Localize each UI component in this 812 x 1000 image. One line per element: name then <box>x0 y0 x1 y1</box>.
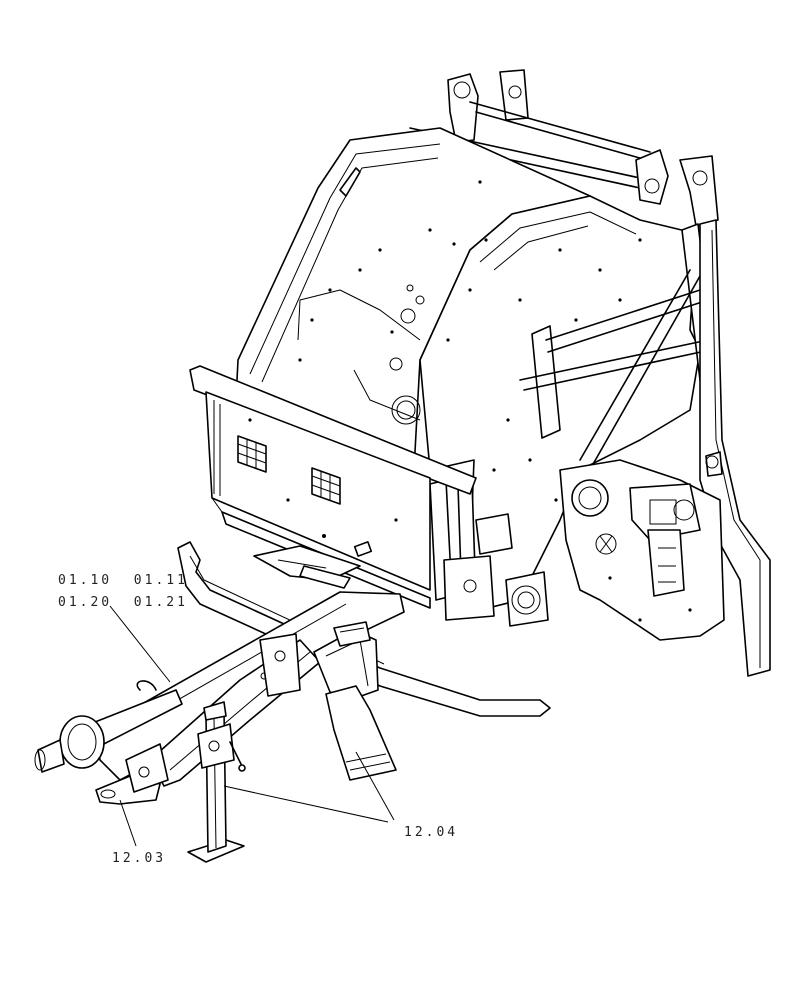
pickup-slide-plate <box>253 545 361 581</box>
callout-stand-ref: 12.04 <box>404 825 458 840</box>
vent-grid-left <box>237 435 267 473</box>
storage-cradle <box>313 621 397 781</box>
callout-hitch-group-line2: 01.20 01.21 <box>58 595 188 610</box>
drawbar-assembly <box>34 591 405 805</box>
leader-eye <box>119 799 137 847</box>
lifting-lug-right <box>499 69 529 121</box>
vent-grid-right <box>311 467 341 505</box>
leader-stand-b <box>355 751 395 821</box>
pickup-guard <box>177 541 551 717</box>
callout-eye-ref: 12.03 <box>112 851 166 866</box>
front-top-rail <box>189 365 477 495</box>
front-housing <box>189 365 477 609</box>
leader-hitch-group <box>109 605 171 683</box>
callout-hitch-group-line1: 01.10 01.11 <box>58 573 188 588</box>
lifting-lug-left <box>447 73 479 143</box>
rivet-pattern <box>248 180 692 622</box>
bearing-plate <box>505 571 549 627</box>
leader-lines <box>109 605 395 847</box>
chassis-frame <box>235 69 771 677</box>
leader-stand-a <box>223 785 389 823</box>
hitch-bracket <box>259 633 301 697</box>
stand-clamp <box>197 723 235 769</box>
rear-hook-left <box>635 149 669 205</box>
upright-post-mid <box>531 325 561 439</box>
cradle-plate <box>325 685 397 781</box>
parking-stand <box>187 701 246 863</box>
rear-hook-right <box>679 155 719 227</box>
